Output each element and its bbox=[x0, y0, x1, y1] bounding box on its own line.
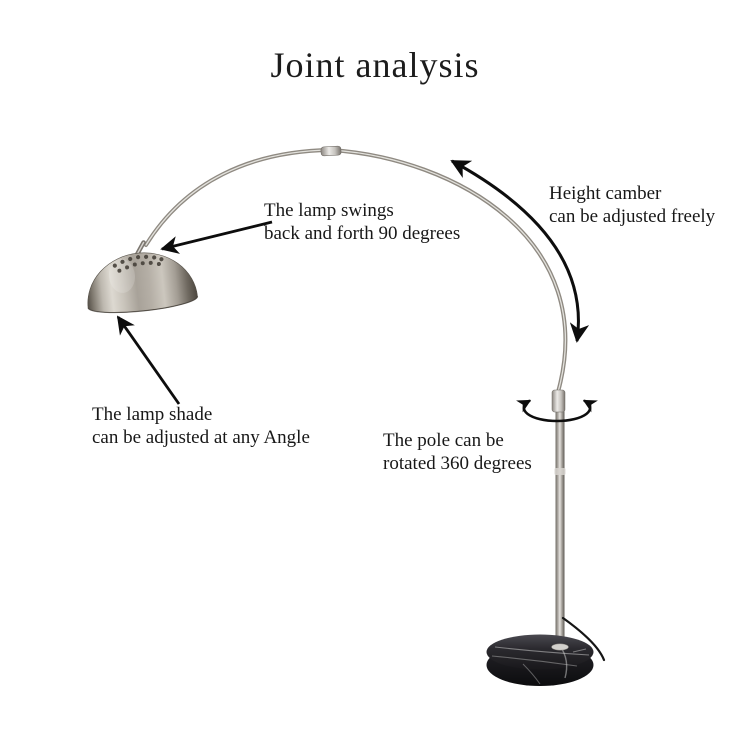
swing-arrow-icon bbox=[160, 220, 273, 254]
page-title: Joint analysis bbox=[270, 45, 480, 85]
annotation-shade-line2: can be adjusted at any Angle bbox=[92, 426, 310, 448]
annotation-pole-line1: The pole can be bbox=[383, 430, 504, 451]
annotation-pole-line2: rotated 360 degrees bbox=[383, 452, 532, 474]
annotation-shade-line1: The lamp shade bbox=[92, 404, 213, 425]
shade-arrow-icon bbox=[116, 315, 181, 405]
marble-base bbox=[486, 634, 594, 686]
annotation-swing: The lamp swings back and forth 90 degree… bbox=[264, 200, 460, 245]
annotation-height-line1: Height camber bbox=[549, 183, 662, 204]
arc-joint bbox=[320, 145, 342, 157]
rotation-arrow-icon bbox=[516, 399, 598, 423]
lamp-shade-dome bbox=[87, 240, 199, 314]
annotation-height-line2: can be adjusted freely bbox=[549, 205, 716, 227]
annotation-height-camber: Height camber can be adjusted freely bbox=[549, 183, 715, 228]
annotation-lamp-shade: The lamp shade can be adjusted at any An… bbox=[92, 404, 310, 449]
pole-top-collar bbox=[551, 389, 566, 413]
power-cord bbox=[561, 616, 606, 662]
pole-joint-ring bbox=[554, 468, 566, 475]
pole bbox=[555, 404, 565, 652]
height-curved-double-arrow-icon bbox=[450, 159, 590, 343]
annotation-pole-rotation: The pole can be rotated 360 degrees bbox=[383, 430, 532, 475]
lamp-arc-arm bbox=[144, 147, 568, 394]
marble-veins bbox=[491, 645, 590, 685]
annotation-swing-line1: The lamp swings bbox=[264, 200, 394, 221]
shade-vent-holes bbox=[112, 254, 164, 273]
pole-base-collar bbox=[551, 643, 569, 651]
annotation-swing-line2: back and forth 90 degrees bbox=[264, 222, 461, 244]
